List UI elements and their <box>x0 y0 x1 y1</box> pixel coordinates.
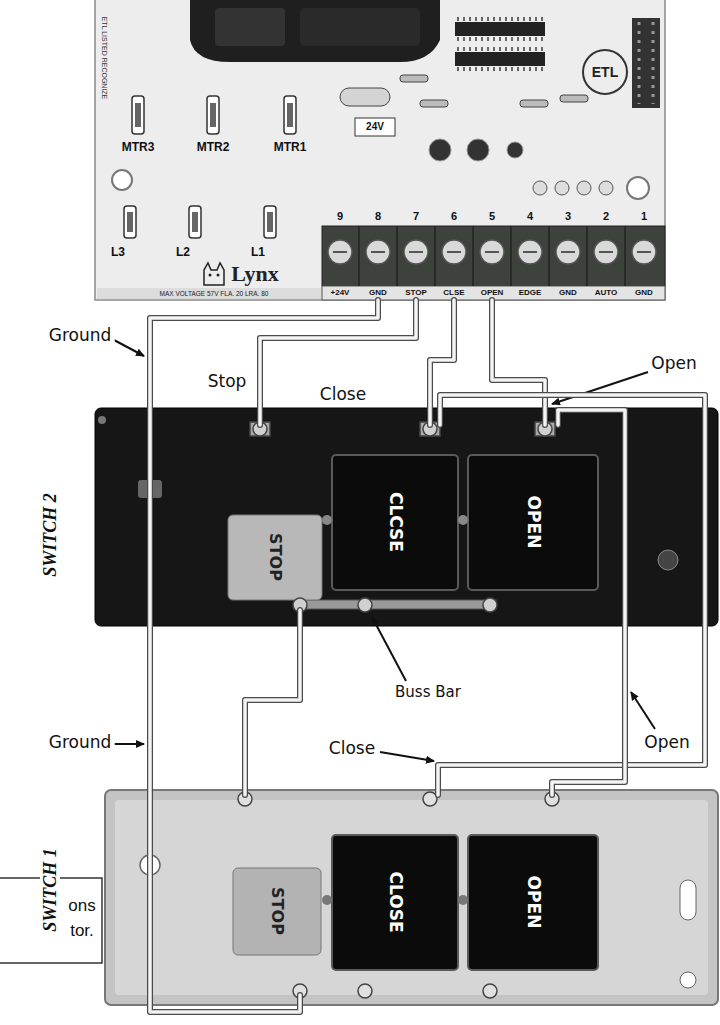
wire <box>438 395 705 795</box>
note-fragment: ons <box>68 897 95 914</box>
wire-callout: Stop <box>205 372 250 391</box>
close-button: CLCSE <box>330 425 460 610</box>
terminal: 5OPEN <box>474 205 510 300</box>
stop-button: STOP <box>228 795 322 995</box>
connector-label: L3 <box>111 246 125 258</box>
rating-strip: MAX VOLTAGE 57V FLA. 20 LRA. 80 <box>160 291 269 298</box>
terminal: 3GND <box>550 205 586 300</box>
terminal-name: STOP <box>405 289 427 297</box>
terminal: 4EDGE <box>512 205 548 300</box>
wire <box>260 300 416 425</box>
terminal-number: 1 <box>641 211 647 222</box>
terminal-name: GND <box>369 289 387 297</box>
terminal-number: 5 <box>489 211 495 222</box>
terminal: 1GND <box>626 205 662 300</box>
button-legend: OPEN <box>525 496 542 549</box>
connector-label: MTR2 <box>197 141 230 153</box>
terminal-name: GND <box>635 289 653 297</box>
switch-label: SWITCH 1 <box>40 845 60 935</box>
wire <box>492 300 545 425</box>
terminal-number: 4 <box>527 211 533 222</box>
board-marking: 24V <box>366 122 384 132</box>
button-legend: STOP <box>269 887 285 935</box>
wire-callout: Close <box>317 385 369 404</box>
terminal-number: 7 <box>413 211 419 222</box>
part-callout: Buss Bar <box>392 684 464 701</box>
terminal-name: OPEN <box>481 289 504 297</box>
note-fragment: tor. <box>70 922 94 939</box>
terminal: 9 +24V <box>322 205 358 300</box>
wire <box>150 300 378 1012</box>
button-legend: OPEN <box>525 876 542 929</box>
brand-logo: Lynx <box>231 263 279 285</box>
terminal-name: EDGE <box>519 289 542 297</box>
listing-mark: ETL LISTED RECOGNIZE <box>101 17 108 100</box>
terminal-number: 2 <box>603 211 609 222</box>
wire-callout: Open <box>641 733 692 752</box>
wire-callout: Open <box>648 354 699 373</box>
terminal-name: +24V <box>331 289 350 297</box>
terminal-number: 3 <box>565 211 571 222</box>
connector-label: L2 <box>176 246 190 258</box>
terminal-number: 6 <box>451 211 457 222</box>
terminal-name: CLSE <box>443 289 464 297</box>
wire <box>245 610 300 795</box>
listing-logo: ETL <box>592 65 618 79</box>
switch-station: SWITCH 2 STOP CLCSE OPEN <box>38 405 718 627</box>
terminal: 7STOP <box>398 205 434 300</box>
stop-button: STOP <box>228 425 322 610</box>
wire-callout: Close <box>326 739 378 758</box>
button-legend: CLCSE <box>387 492 404 552</box>
wire <box>552 410 625 795</box>
terminal: 2AUTO <box>588 205 624 300</box>
close-button: CLOSE <box>330 795 460 995</box>
button-legend: STOP <box>267 533 283 581</box>
connector-label: L1 <box>251 246 265 258</box>
wire-callout: Ground <box>46 326 115 345</box>
terminal-name: AUTO <box>595 289 618 297</box>
terminal: 6CLSE <box>436 205 472 300</box>
switch-station: SWITCH 1 STOP CLOSE OPEN <box>38 785 718 1010</box>
connector-label: MTR3 <box>122 141 155 153</box>
button-legend: CLOSE <box>387 871 404 932</box>
wire-callout: Ground <box>46 733 115 752</box>
terminal-number: 8 <box>375 211 381 222</box>
open-button: OPEN <box>466 795 600 995</box>
open-button: OPEN <box>466 425 600 610</box>
terminal: 8GND <box>360 205 396 300</box>
connector-label: MTR1 <box>274 141 307 153</box>
terminal-number: 9 <box>337 211 343 222</box>
terminal-name: GND <box>559 289 577 297</box>
switch-label: SWITCH 2 <box>40 490 60 580</box>
